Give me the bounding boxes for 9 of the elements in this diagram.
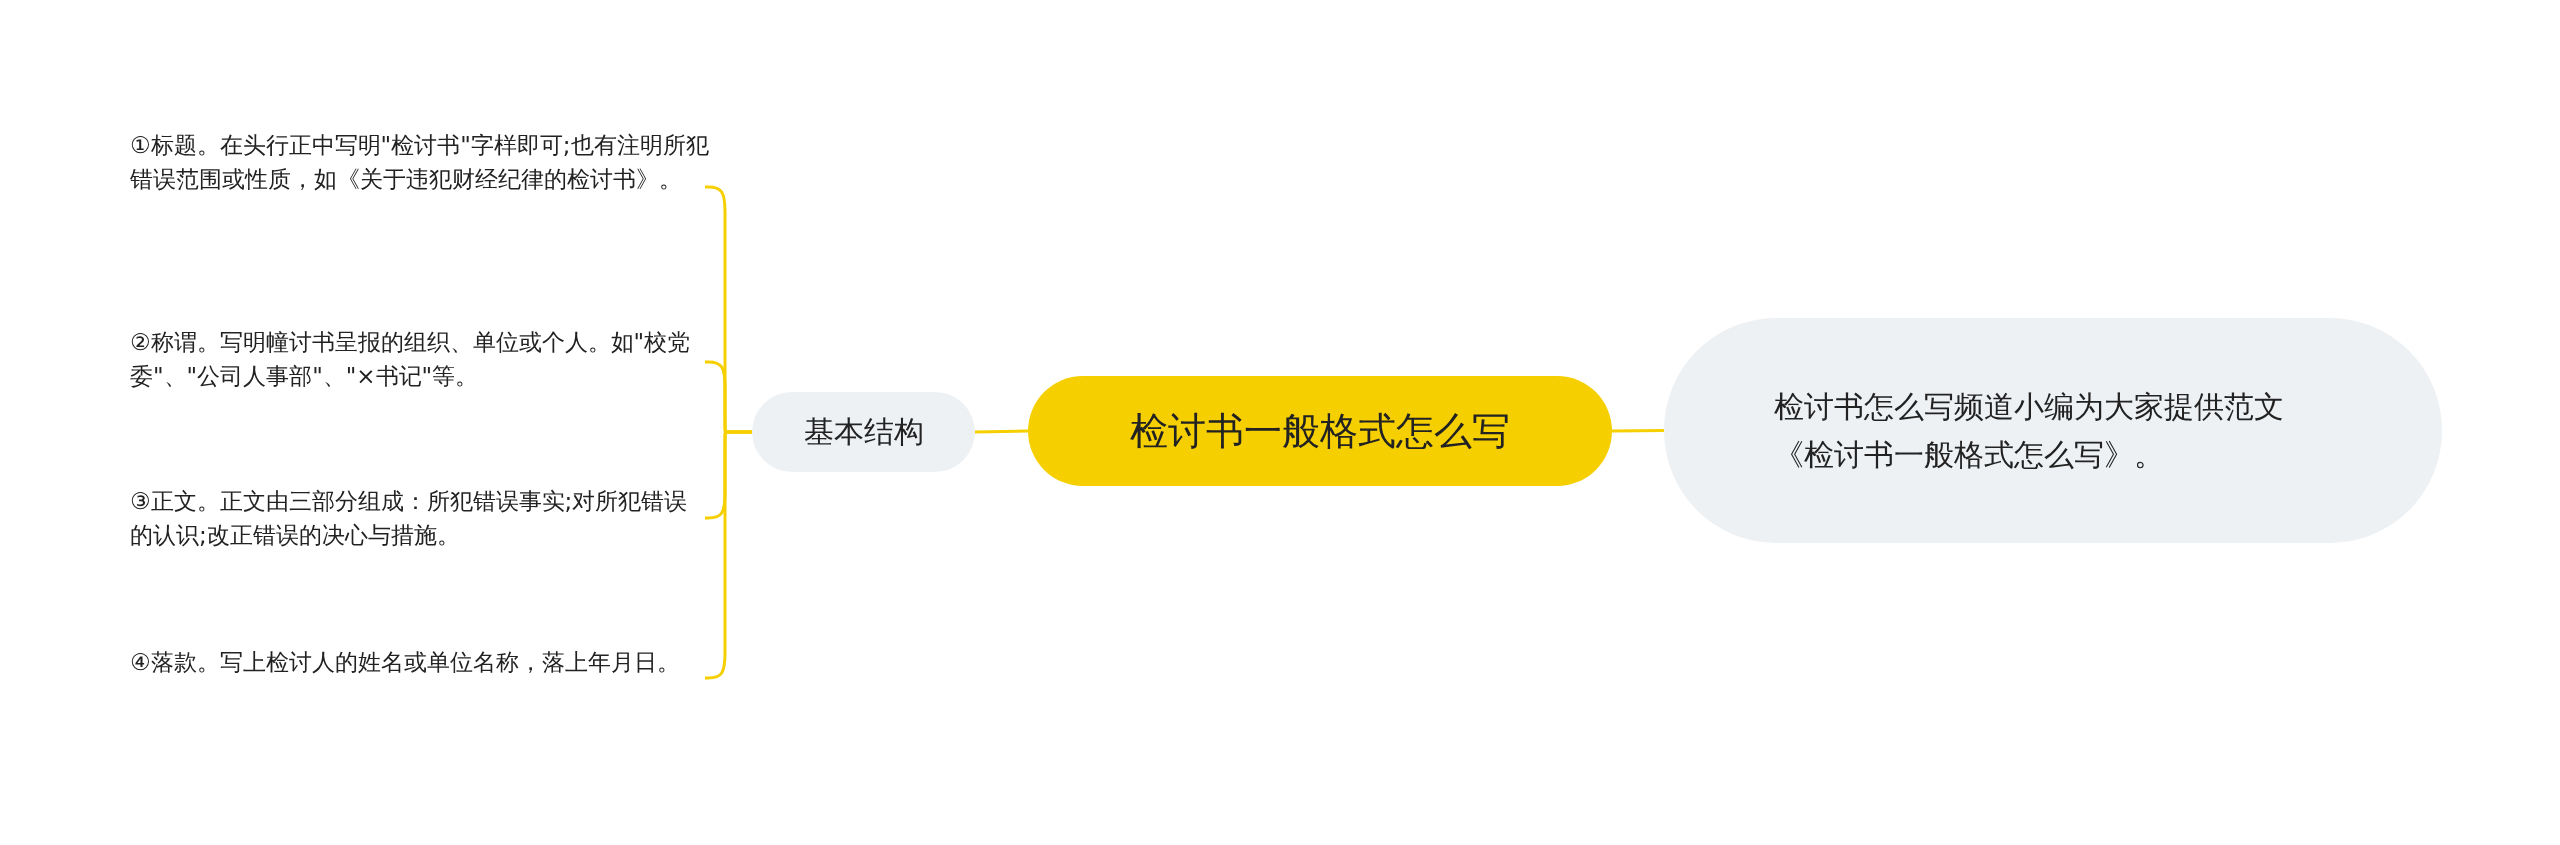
central-topic-text: 检讨书一般格式怎么写: [1130, 407, 1510, 455]
summary-text: 检讨书怎么写频道小编为大家提供范文《检讨书一般格式怎么写》。: [1774, 387, 2285, 474]
note-text: ④落款。写上检讨人的姓名或单位名称，落上年月日。: [130, 645, 710, 679]
note-text: ①标题。在头行正中写明"检讨书"字样即可;也有注明所犯错误范围或性质，如《关于违犯财经纪律的检讨书》。: [130, 128, 710, 196]
note-text: ③正文。正文由三部分组成：所犯错误事实;对所犯错误的认识;改正错误的决心与措施。: [130, 484, 710, 552]
branch-text: 基本结构: [803, 413, 924, 451]
note-text: ②称谓。写明幢讨书呈报的组织、单位或个人。如"校党委"、"公司人事部"、"×书记"等。: [130, 325, 710, 393]
connector-line: [974, 429, 1029, 434]
connector-line: [1612, 429, 1664, 433]
